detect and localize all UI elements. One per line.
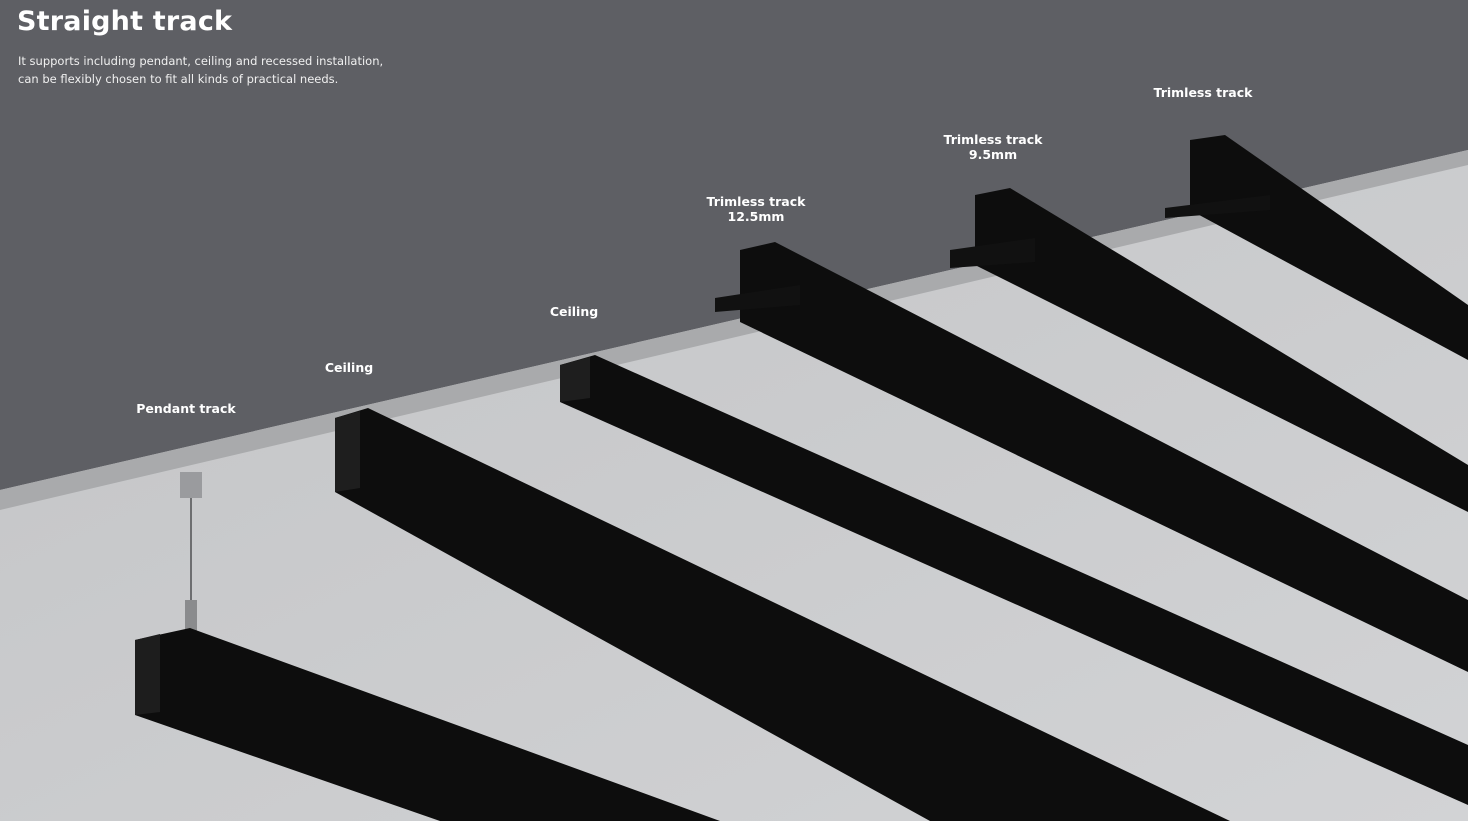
label-line: 9.5mm: [968, 147, 1018, 162]
ceiling-track-1: [335, 408, 1230, 821]
label-pendant-track: Pendant track: [136, 401, 236, 416]
pendant-track: [135, 628, 720, 821]
ceiling-track-2: [560, 355, 1468, 805]
description-line: can be flexibly chosen to fit all kinds …: [18, 72, 339, 86]
label-ceiling-1: Ceiling: [324, 360, 374, 375]
page-title: Straight track: [17, 6, 233, 37]
trimless-track-9-5mm: [975, 188, 1468, 512]
pendant-grip: [185, 600, 197, 632]
pendant-canopy: [180, 472, 202, 498]
label-ceiling-2: Ceiling: [549, 304, 599, 319]
label-trimless-9-5mm: Trimless track 9.5mm: [944, 132, 1043, 162]
label-line: Trimless track: [943, 132, 1043, 147]
label-line: 12.5mm: [727, 209, 785, 224]
label-trimless: Trimless track: [1153, 85, 1253, 100]
label-trimless-12-5mm: Trimless track 12.5mm: [707, 194, 806, 224]
label-line: Trimless track: [706, 194, 806, 209]
trimless-track: [1190, 135, 1468, 360]
page-description: It supports including pendant, ceiling a…: [18, 52, 383, 88]
description-line: It supports including pendant, ceiling a…: [18, 54, 384, 68]
trimless-track-12-5mm: [740, 242, 1468, 672]
